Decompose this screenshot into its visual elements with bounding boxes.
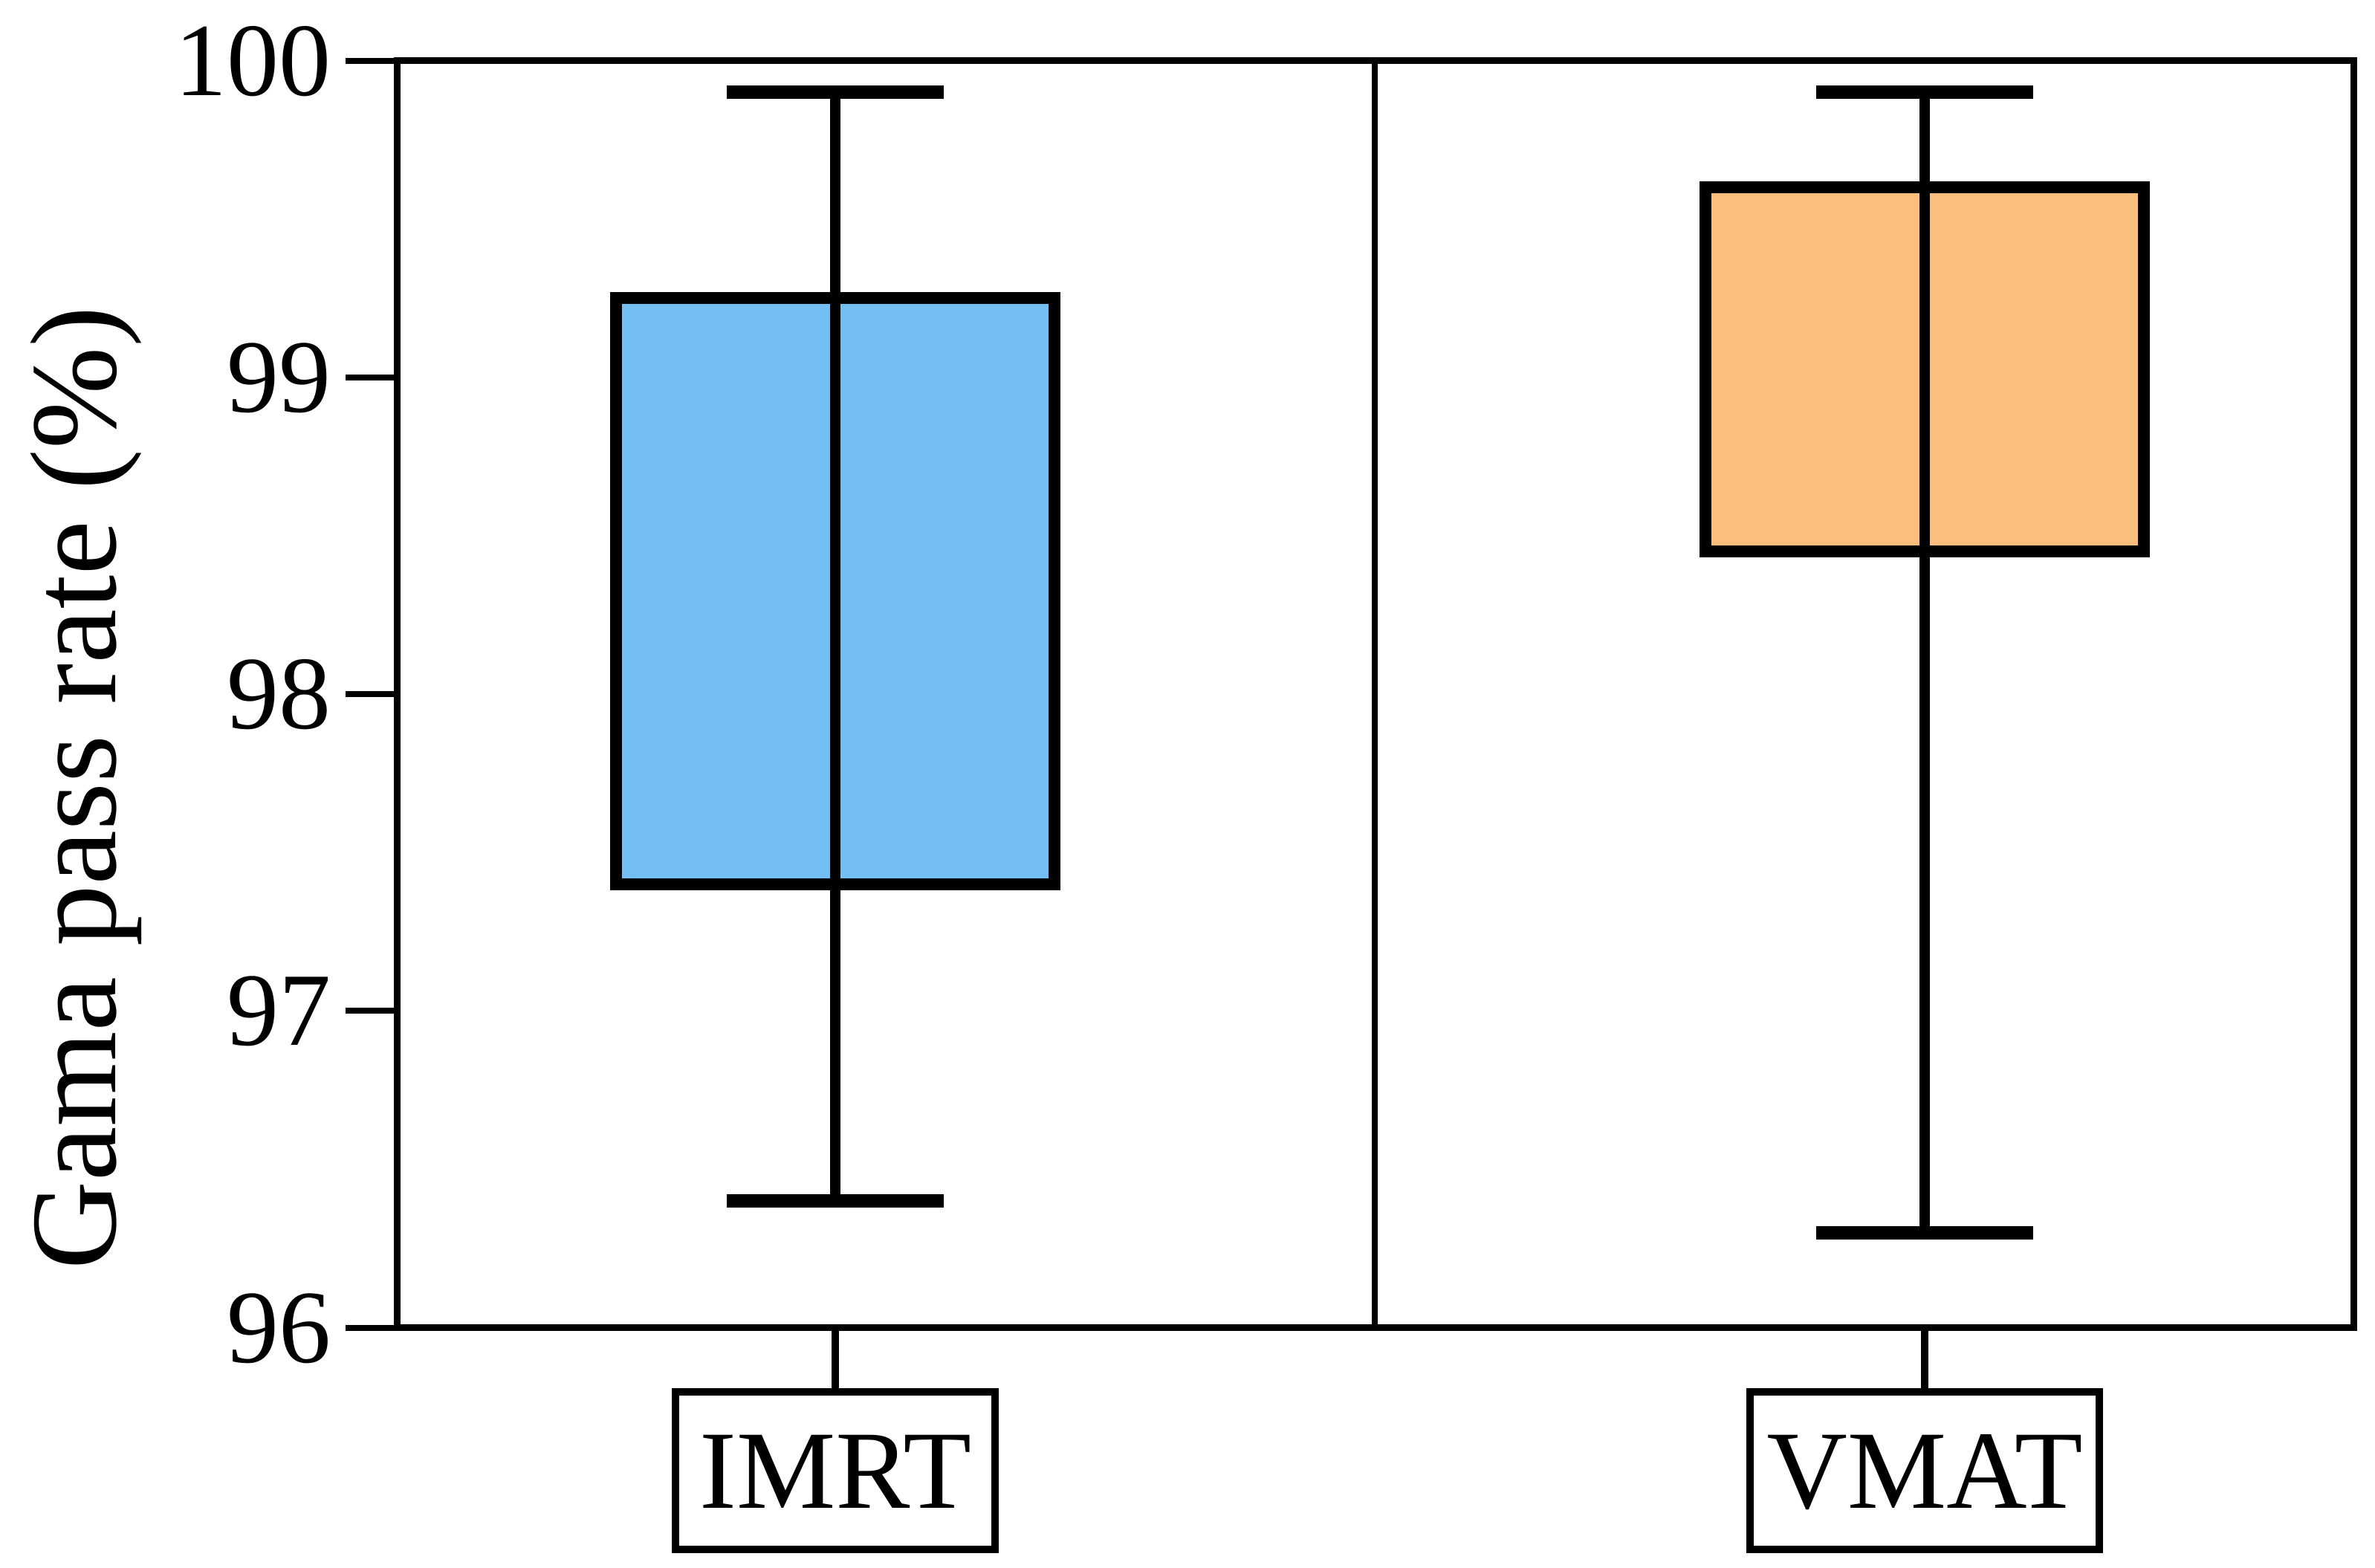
whisker-line-imrt bbox=[830, 92, 840, 1201]
x-tick-imrt bbox=[832, 1331, 839, 1388]
y-axis-tick-label: 99 bbox=[227, 319, 331, 435]
whisker-line-vmat bbox=[1919, 92, 1930, 1233]
whisker-cap-low-imrt bbox=[727, 1194, 944, 1208]
y-axis-tick-label: 97 bbox=[227, 953, 331, 1069]
x-label-imrt: IMRT bbox=[699, 1409, 971, 1532]
y-axis-tick-label: 96 bbox=[227, 1269, 331, 1385]
y-axis-tick bbox=[346, 57, 394, 64]
y-axis-tick bbox=[346, 374, 394, 380]
x-tick-vmat bbox=[1921, 1331, 1928, 1388]
y-axis-tick bbox=[346, 1008, 394, 1014]
panel-divider bbox=[1372, 61, 1378, 1328]
x-label-box-vmat: VMAT bbox=[1746, 1388, 2103, 1553]
whisker-cap-low-vmat bbox=[1816, 1225, 2033, 1240]
y-axis-tick-label: 100 bbox=[175, 2, 331, 118]
x-label-box-imrt: IMRT bbox=[672, 1388, 999, 1553]
y-axis-tick bbox=[346, 691, 394, 697]
y-axis-tick bbox=[346, 1324, 394, 1331]
x-label-vmat: VMAT bbox=[1766, 1409, 2083, 1532]
y-axis-tick-label: 98 bbox=[227, 636, 331, 751]
